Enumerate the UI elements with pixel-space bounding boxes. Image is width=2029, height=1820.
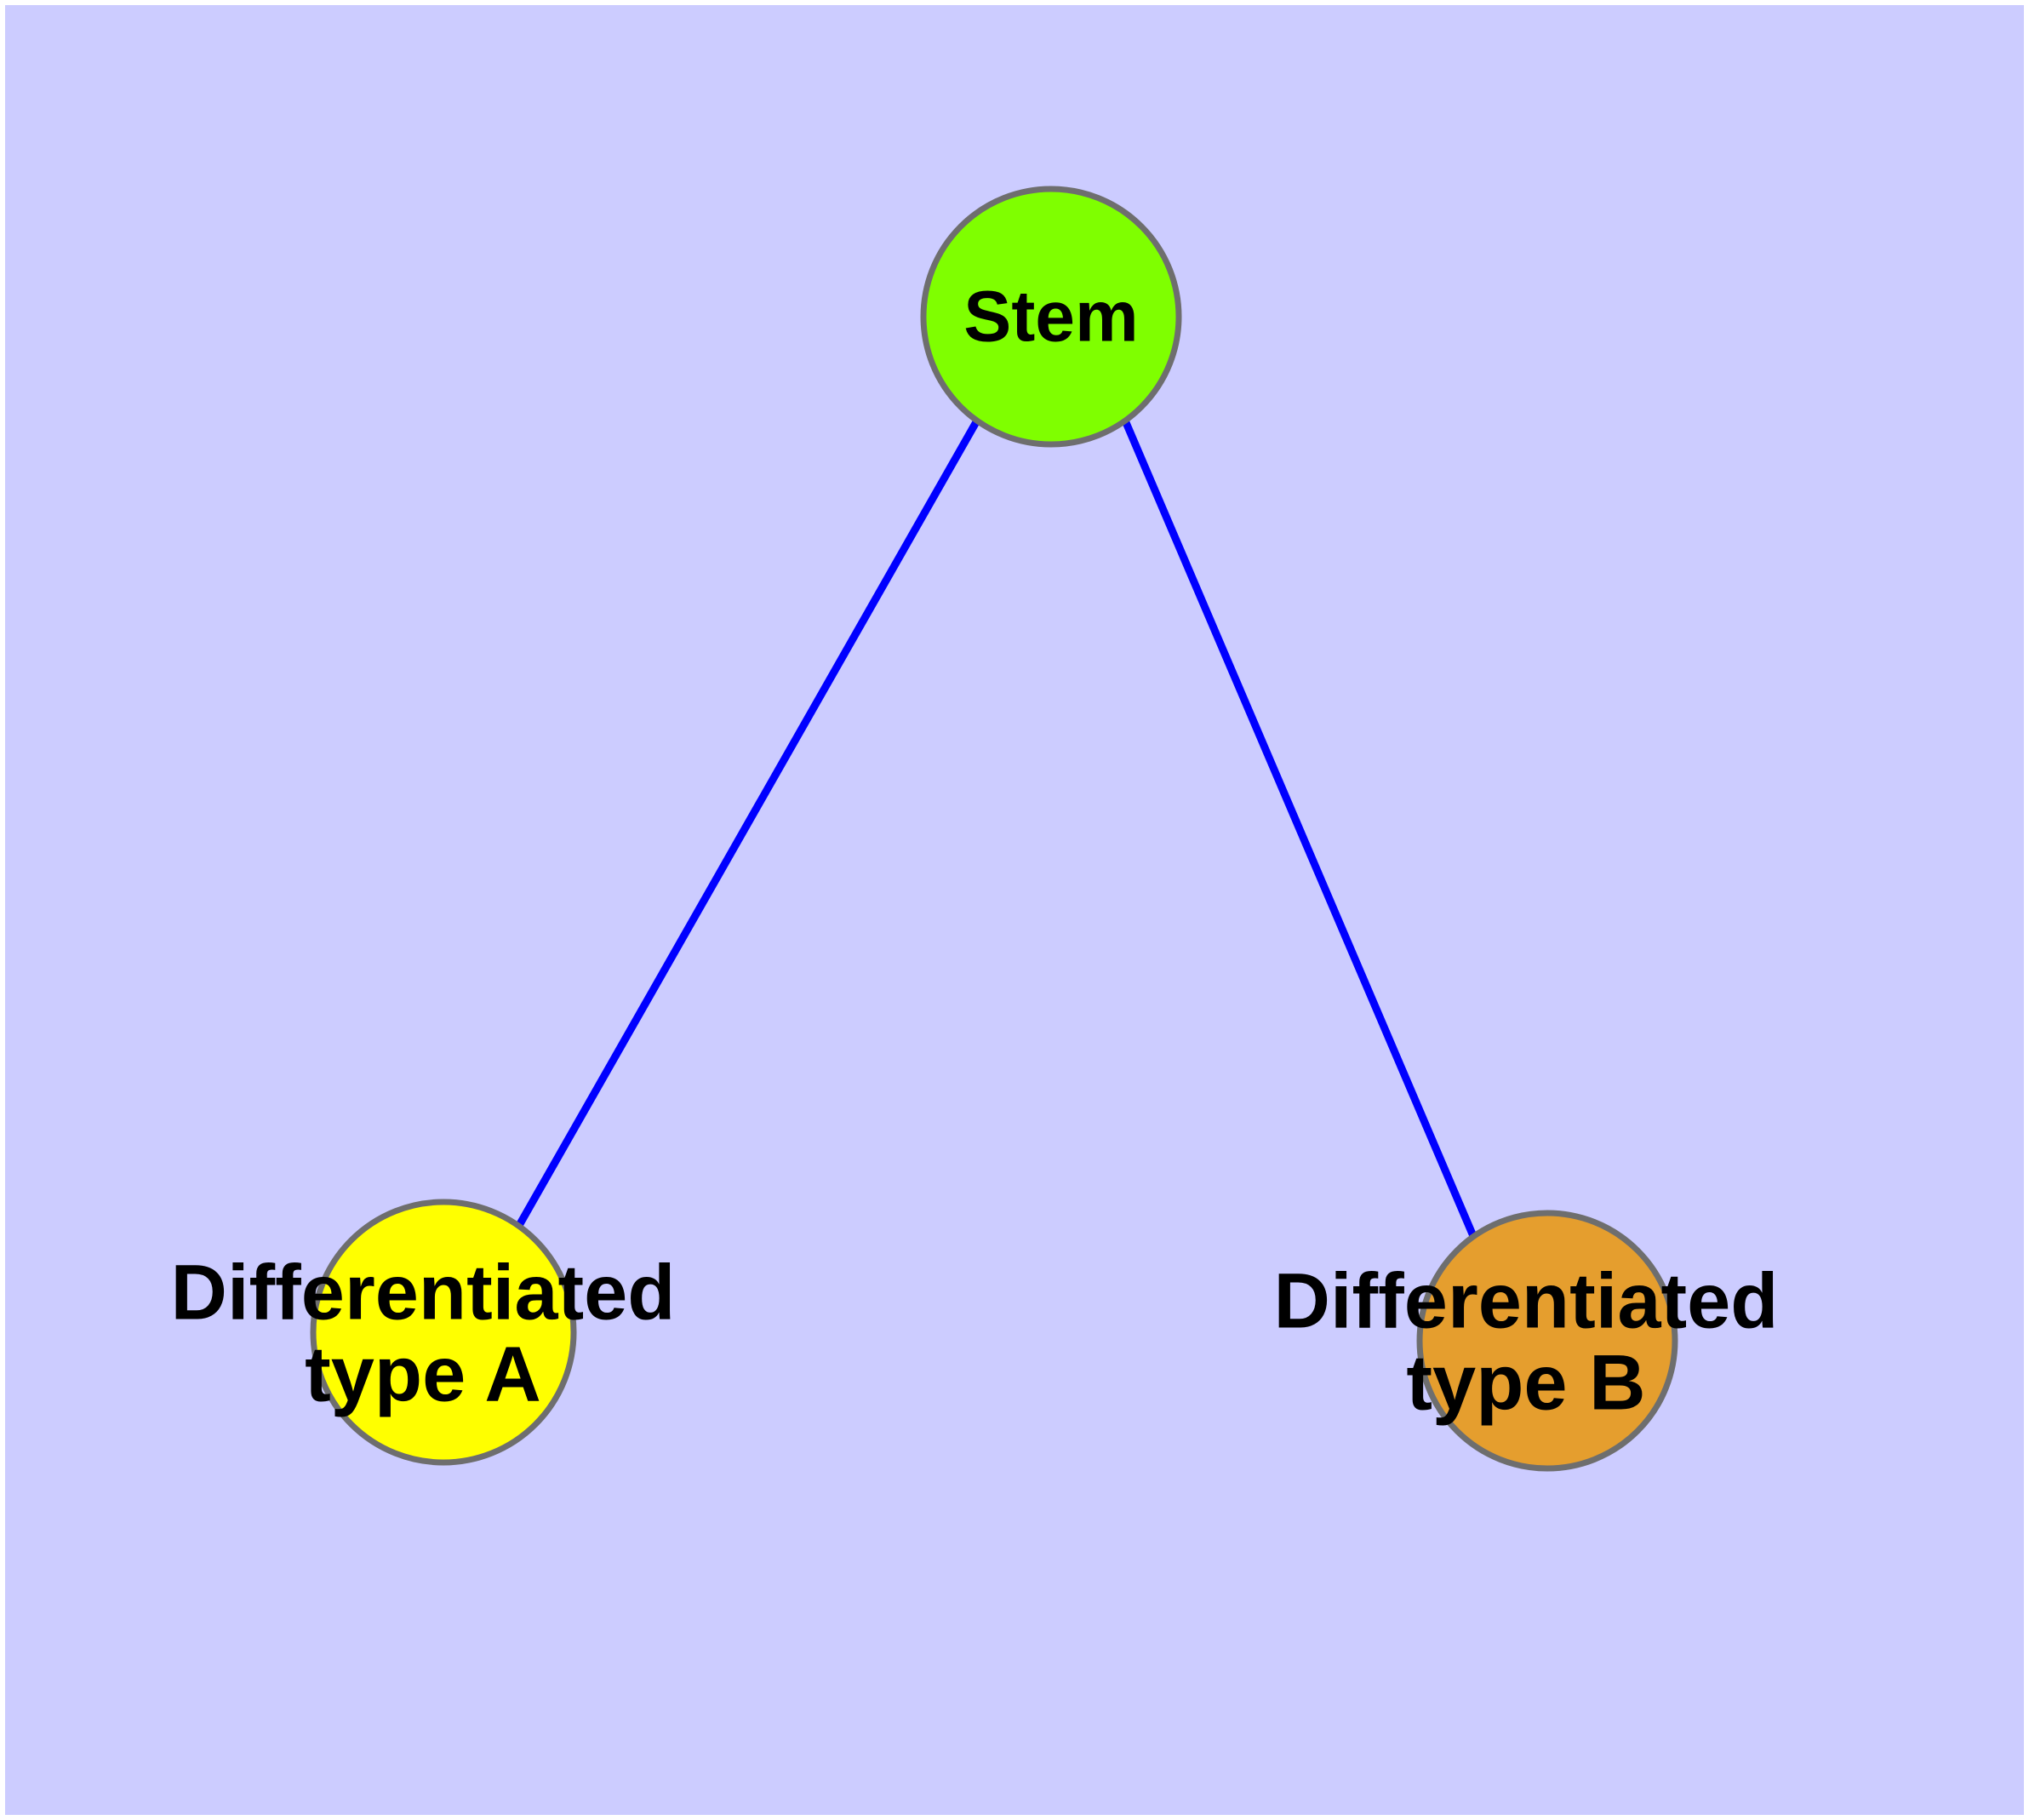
node-stem[interactable] [920,186,1182,448]
edges-group [514,418,1477,1238]
nodes-group [310,186,1678,1472]
edge-stem-to-diff-b[interactable] [1121,419,1477,1238]
node-diff-a[interactable] [310,1199,577,1466]
edge-stem-to-diff-a[interactable] [514,418,980,1231]
node-diff-b[interactable] [1416,1210,1678,1472]
